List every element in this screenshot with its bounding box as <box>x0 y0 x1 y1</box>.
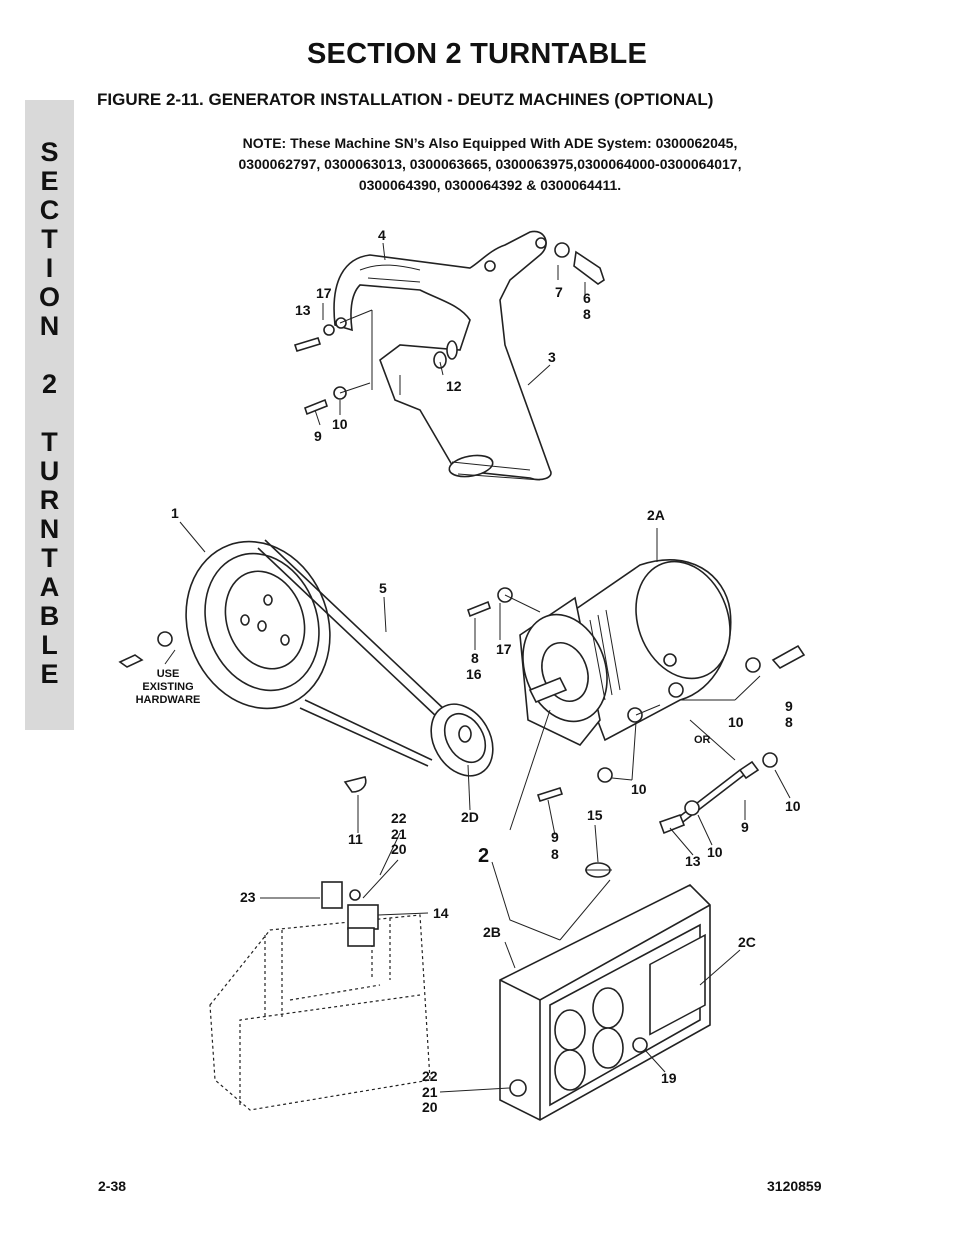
figure-title: FIGURE 2-11. GENERATOR INSTALLATION - DE… <box>97 90 714 109</box>
callout-or: OR <box>694 734 711 746</box>
callout-19: 19 <box>661 1070 677 1086</box>
callout-9-right: 9 <box>785 698 793 714</box>
callout-7: 7 <box>555 284 563 300</box>
callout-3: 3 <box>548 349 556 365</box>
generator-pulley <box>430 703 494 777</box>
callout-10-stud: 10 <box>707 844 723 860</box>
callout-9-top: 9 <box>314 428 322 444</box>
callout-10-top: 10 <box>332 416 348 432</box>
side-tab-letter: C <box>39 195 60 225</box>
turntable-frame <box>209 881 431 1111</box>
use-existing-hardware-line-1: USE <box>157 668 180 680</box>
side-tab-letter: R <box>39 485 60 515</box>
use-existing-hardware-line-3: HARDWARE <box>136 694 201 706</box>
generator <box>519 559 732 746</box>
callout-16: 16 <box>466 666 482 682</box>
callout-12: 12 <box>446 378 462 394</box>
callout-11: 11 <box>348 831 363 847</box>
callout-8-top: 8 <box>583 306 591 322</box>
callout-2: 2 <box>478 845 489 867</box>
callout-13-top: 13 <box>295 302 311 318</box>
callout-6: 6 <box>583 290 591 306</box>
mounting-bracket <box>333 230 552 481</box>
side-tab-letter: T <box>41 224 58 254</box>
callout-1: 1 <box>171 505 179 521</box>
outlet-box <box>499 884 711 1121</box>
side-tab-letter: 2 <box>41 369 58 399</box>
callout-2B: 2B <box>483 924 501 940</box>
callout-2D: 2D <box>461 809 479 825</box>
callout-17-top: 17 <box>316 285 332 301</box>
callout-10-far: 10 <box>785 798 801 814</box>
side-tab-letter: A <box>39 572 60 602</box>
side-tab-letter: B <box>39 601 60 631</box>
callout-8-right: 8 <box>785 714 793 730</box>
callout-8-mid: 8 <box>471 650 479 666</box>
callout-23: 23 <box>240 889 256 905</box>
callout-20-bottom: 20 <box>422 1099 438 1115</box>
side-tab-letter: L <box>41 630 58 660</box>
drive-belt <box>257 539 446 767</box>
duplex-outlet-2 <box>592 987 624 1069</box>
cable-clip <box>585 862 612 878</box>
side-tab-letter: O <box>38 282 60 312</box>
callout-9-low: 9 <box>551 829 559 845</box>
callout-2C: 2C <box>738 934 756 950</box>
generator-hardware <box>467 587 806 835</box>
page-number: 2-38 <box>98 1178 127 1194</box>
callout-15: 15 <box>587 807 603 823</box>
side-tab-letter: U <box>39 456 60 486</box>
callout-labels: 4 17 13 7 6 8 3 12 9 10 1 2A 5 8 16 17 9… <box>136 227 801 1115</box>
side-tab-letter: S <box>40 137 59 167</box>
side-tab-letter: T <box>41 543 58 573</box>
section-title: SECTION 2 TURNTABLE <box>307 38 647 70</box>
machine-serial-note: NOTE: These Machine SN’s Also Equipped W… <box>110 133 870 196</box>
duplex-outlet-1 <box>554 1009 586 1091</box>
note-line-2: 0300062797, 0300063013, 0300063665, 0300… <box>238 156 742 172</box>
callout-4: 4 <box>378 227 386 243</box>
crank-pulley <box>118 540 331 710</box>
side-tab-letter: I <box>45 253 54 283</box>
callout-10-low: 10 <box>631 781 647 797</box>
callout-22-bottom: 22 <box>422 1068 438 1084</box>
top-hardware <box>293 242 605 416</box>
callout-21-bottom: 21 <box>422 1084 438 1100</box>
callout-22-top: 22 <box>391 810 407 826</box>
callout-10-right: 10 <box>728 714 744 730</box>
side-tab-letter: E <box>40 166 59 196</box>
callout-9-stud: 9 <box>741 819 749 835</box>
callout-21-top: 21 <box>391 826 407 842</box>
callout-5: 5 <box>379 580 387 596</box>
note-line-3: 0300064390, 0300064392 & 0300064411. <box>358 177 622 193</box>
document-number: 3120859 <box>767 1178 822 1194</box>
callout-leaders <box>164 242 791 1093</box>
side-tab-letter: N <box>39 514 60 544</box>
side-tab-letter: E <box>40 659 59 689</box>
callout-8-low: 8 <box>551 846 559 862</box>
callout-14: 14 <box>433 905 449 921</box>
callout-2A: 2A <box>647 507 665 523</box>
callout-17-mid: 17 <box>496 641 512 657</box>
woodruff-key <box>343 776 367 793</box>
callout-20-top: 20 <box>391 841 407 857</box>
note-line-1: NOTE: These Machine SN’s Also Equipped W… <box>242 135 738 151</box>
side-tab-letter: T <box>41 427 58 457</box>
side-tab-letter: N <box>39 311 60 341</box>
use-existing-hardware-line-2: EXISTING <box>142 681 193 693</box>
callout-13-stud: 13 <box>685 853 701 869</box>
